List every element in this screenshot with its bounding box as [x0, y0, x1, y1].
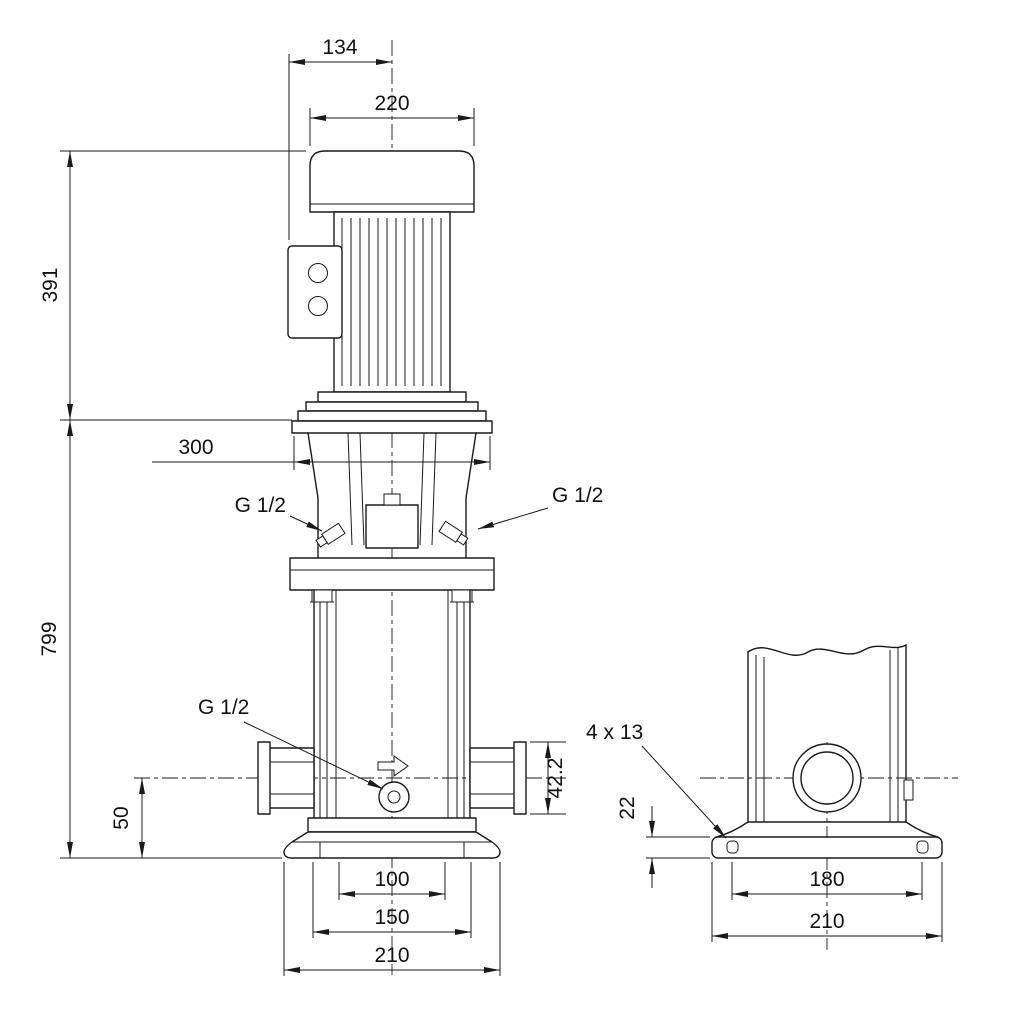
dim-42-2: 42.2 [530, 741, 567, 815]
dim-210-front: 210 [283, 862, 501, 976]
callout-vent-plug-right: G 1/2 [477, 484, 603, 530]
dim-391-799: 391 799 [38, 150, 306, 859]
dim-label-210-front: 210 [374, 944, 409, 967]
vent-plug-left-fitting [315, 522, 346, 548]
head-flange [289, 557, 495, 591]
side-view-body [747, 644, 914, 823]
staybolt-nut-left [311, 589, 333, 603]
shaft-seal-housing [365, 504, 419, 549]
flow-direction-arrow [377, 755, 409, 777]
dim-50: 50 [110, 778, 145, 858]
pump-head [289, 432, 495, 603]
callout-base-holes: 4 x 13 [586, 721, 727, 839]
suction-port-left [257, 741, 315, 815]
terminal-box-hole-top [308, 263, 328, 283]
dim-label-g12-left: G 1/2 [235, 494, 286, 517]
motor-flange-stack [291, 391, 493, 434]
staybolts [319, 602, 465, 820]
dim-label-22: 22 [616, 796, 639, 819]
side-port-circle-outer [792, 743, 862, 813]
callout-vent-plug-left: G 1/2 [235, 494, 323, 532]
side-view [711, 644, 943, 859]
dim-label-50: 50 [110, 806, 133, 829]
dimensions: 134 220 391 799 300 [38, 36, 943, 976]
dim-134: 134 [288, 36, 392, 240]
motor-cooling-fins [341, 218, 442, 386]
coupling-guard-columns [347, 432, 437, 546]
staybolt-nut-right [451, 589, 473, 603]
base-bolt-hole-left [726, 840, 739, 854]
dim-300: 300 [152, 436, 491, 470]
dim-100: 100 [338, 862, 446, 900]
dim-label-134: 134 [322, 36, 357, 59]
callout-drain-plug: G 1/2 [198, 696, 384, 790]
base-bolt-hole-right [916, 840, 929, 854]
motor-body [333, 211, 451, 393]
dim-label-180: 180 [809, 868, 844, 891]
dim-label-4x13: 4 x 13 [586, 721, 643, 744]
drain-plug-boss [377, 755, 410, 813]
front-view [257, 150, 527, 859]
side-port-circle-inner [800, 751, 854, 805]
base-front [283, 817, 501, 859]
dim-label-391: 391 [39, 267, 62, 302]
motor [287, 150, 493, 434]
dim-label-150: 150 [374, 906, 409, 929]
dim-label-210-side: 210 [809, 910, 844, 933]
discharge-port-right [469, 741, 527, 815]
dim-22: 22 [616, 796, 710, 888]
side-plug-tab [903, 779, 914, 801]
dim-150: 150 [312, 862, 472, 938]
dim-label-799: 799 [38, 621, 61, 656]
fan-cover [309, 150, 475, 213]
dim-label-g12-right: G 1/2 [552, 484, 603, 507]
seal-plug [383, 493, 401, 506]
dim-210-side: 210 [711, 862, 943, 942]
dim-label-42-2: 42.2 [544, 758, 567, 799]
dim-label-g12-drain: G 1/2 [198, 696, 249, 719]
dim-label-220: 220 [374, 92, 409, 115]
dim-label-300: 300 [178, 436, 213, 459]
dim-label-100: 100 [374, 868, 409, 891]
terminal-box [287, 245, 343, 339]
terminal-box-hole-bottom [308, 296, 328, 316]
vent-plug-right-fitting [438, 520, 469, 546]
dim-180-side: 180 [731, 862, 923, 900]
dim-220: 220 [309, 92, 475, 146]
